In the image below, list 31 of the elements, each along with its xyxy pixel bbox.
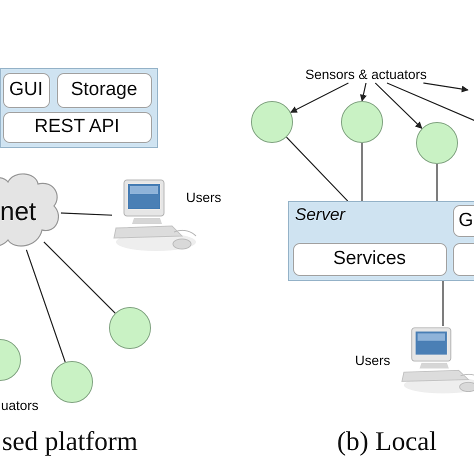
connector-line xyxy=(43,241,116,314)
connector-line xyxy=(26,250,66,362)
connector-line xyxy=(386,82,474,123)
arrow xyxy=(360,82,367,102)
figure-caption: (b) Local xyxy=(337,426,437,457)
arrow xyxy=(423,82,469,92)
connector-line xyxy=(286,136,348,202)
container-panel xyxy=(288,201,474,281)
connector-line xyxy=(361,143,363,201)
sensor-circle xyxy=(341,101,383,143)
panel-title: Server xyxy=(295,205,346,225)
component-box: Storage xyxy=(56,72,152,108)
figure-caption: sed platform xyxy=(2,426,138,457)
sensor-circle xyxy=(416,122,458,164)
sensor-circle xyxy=(51,361,93,403)
arrow xyxy=(374,82,422,129)
node-caption: Users xyxy=(355,353,390,368)
label-text: uators xyxy=(1,398,39,413)
arrow xyxy=(290,82,349,113)
connector-line xyxy=(442,281,444,326)
node-caption: Users xyxy=(186,190,222,205)
component-box: GUI xyxy=(2,72,50,108)
sensor-circle xyxy=(109,307,151,349)
component-box: Services xyxy=(292,242,446,276)
annotation-text: Sensors & actuators xyxy=(297,65,435,83)
sensor-circle xyxy=(251,101,293,143)
connector-line xyxy=(436,164,438,201)
container-panel xyxy=(0,68,158,148)
connector-line xyxy=(60,212,112,216)
component-box: G xyxy=(452,204,474,236)
component-box: REST API xyxy=(2,112,152,142)
